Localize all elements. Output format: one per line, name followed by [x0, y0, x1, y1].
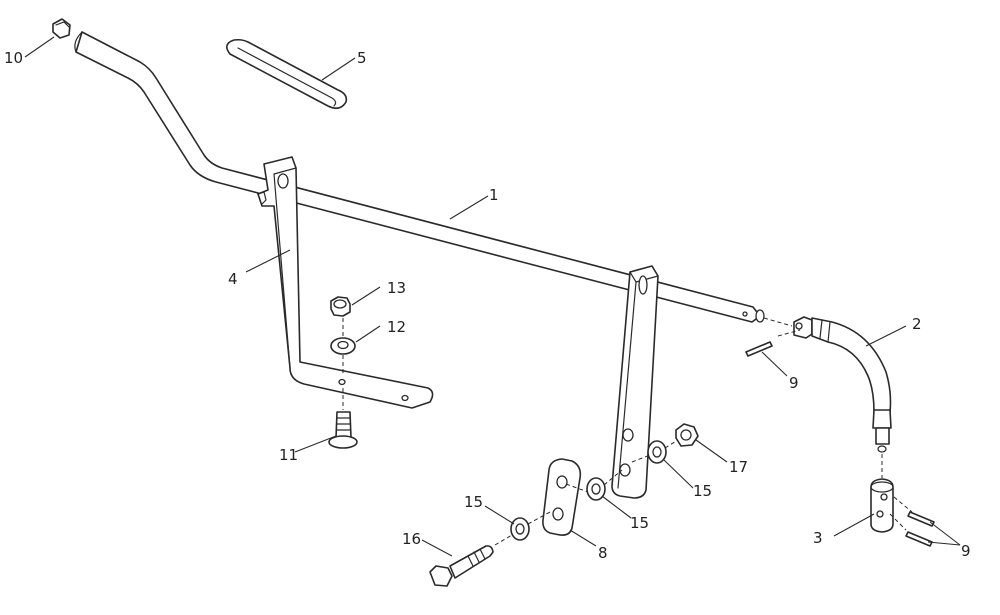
callout-15-right: 15	[693, 482, 712, 500]
part-15-washer-right	[647, 440, 667, 464]
callout-16: 16	[402, 530, 421, 548]
callout-9-upper: 9	[789, 374, 799, 392]
callout-15-middle: 15	[630, 514, 649, 532]
callout-2: 2	[912, 315, 922, 333]
leader-lines	[24, 36, 961, 557]
part-15-washer-middle	[586, 477, 606, 501]
callout-3: 3	[813, 529, 823, 547]
part-9-pin-upper	[745, 341, 773, 357]
part-12-washer	[330, 337, 356, 355]
callout-labels: 10 5 1 4 13 12 11 2 9 3 9 15 15 15 17 8 …	[4, 49, 971, 562]
callout-17: 17	[729, 458, 748, 476]
part-9-pin-right-b	[905, 531, 933, 547]
part-9-pin-right-a	[907, 511, 935, 527]
part-5-hairpin-clip	[226, 38, 348, 110]
part-3-coupling	[870, 478, 894, 533]
callout-12: 12	[387, 318, 406, 336]
callout-8: 8	[598, 544, 608, 562]
part-8-link-plate	[542, 458, 582, 536]
part-13-nut	[330, 296, 351, 317]
part-2-curved-sleeve	[793, 316, 892, 453]
part-1-handlebar-rod	[74, 31, 765, 323]
callout-13: 13	[387, 279, 406, 297]
callout-11: 11	[279, 446, 298, 464]
callout-9-right: 9	[961, 542, 971, 560]
callout-4: 4	[228, 270, 238, 288]
part-15-washer-left	[510, 517, 530, 541]
callout-5: 5	[357, 49, 367, 67]
part-4-left-bracket	[257, 156, 434, 409]
callout-15-left: 15	[464, 493, 483, 511]
assembly-centerlines	[342, 317, 913, 546]
part-17-nut	[675, 423, 699, 447]
part-16-hex-bolt	[429, 545, 494, 587]
part-10-end-cap	[52, 18, 71, 39]
callout-1: 1	[489, 186, 499, 204]
callout-10: 10	[4, 49, 23, 67]
right-lever-arm	[611, 265, 659, 499]
part-11-carriage-bolt	[328, 411, 358, 449]
